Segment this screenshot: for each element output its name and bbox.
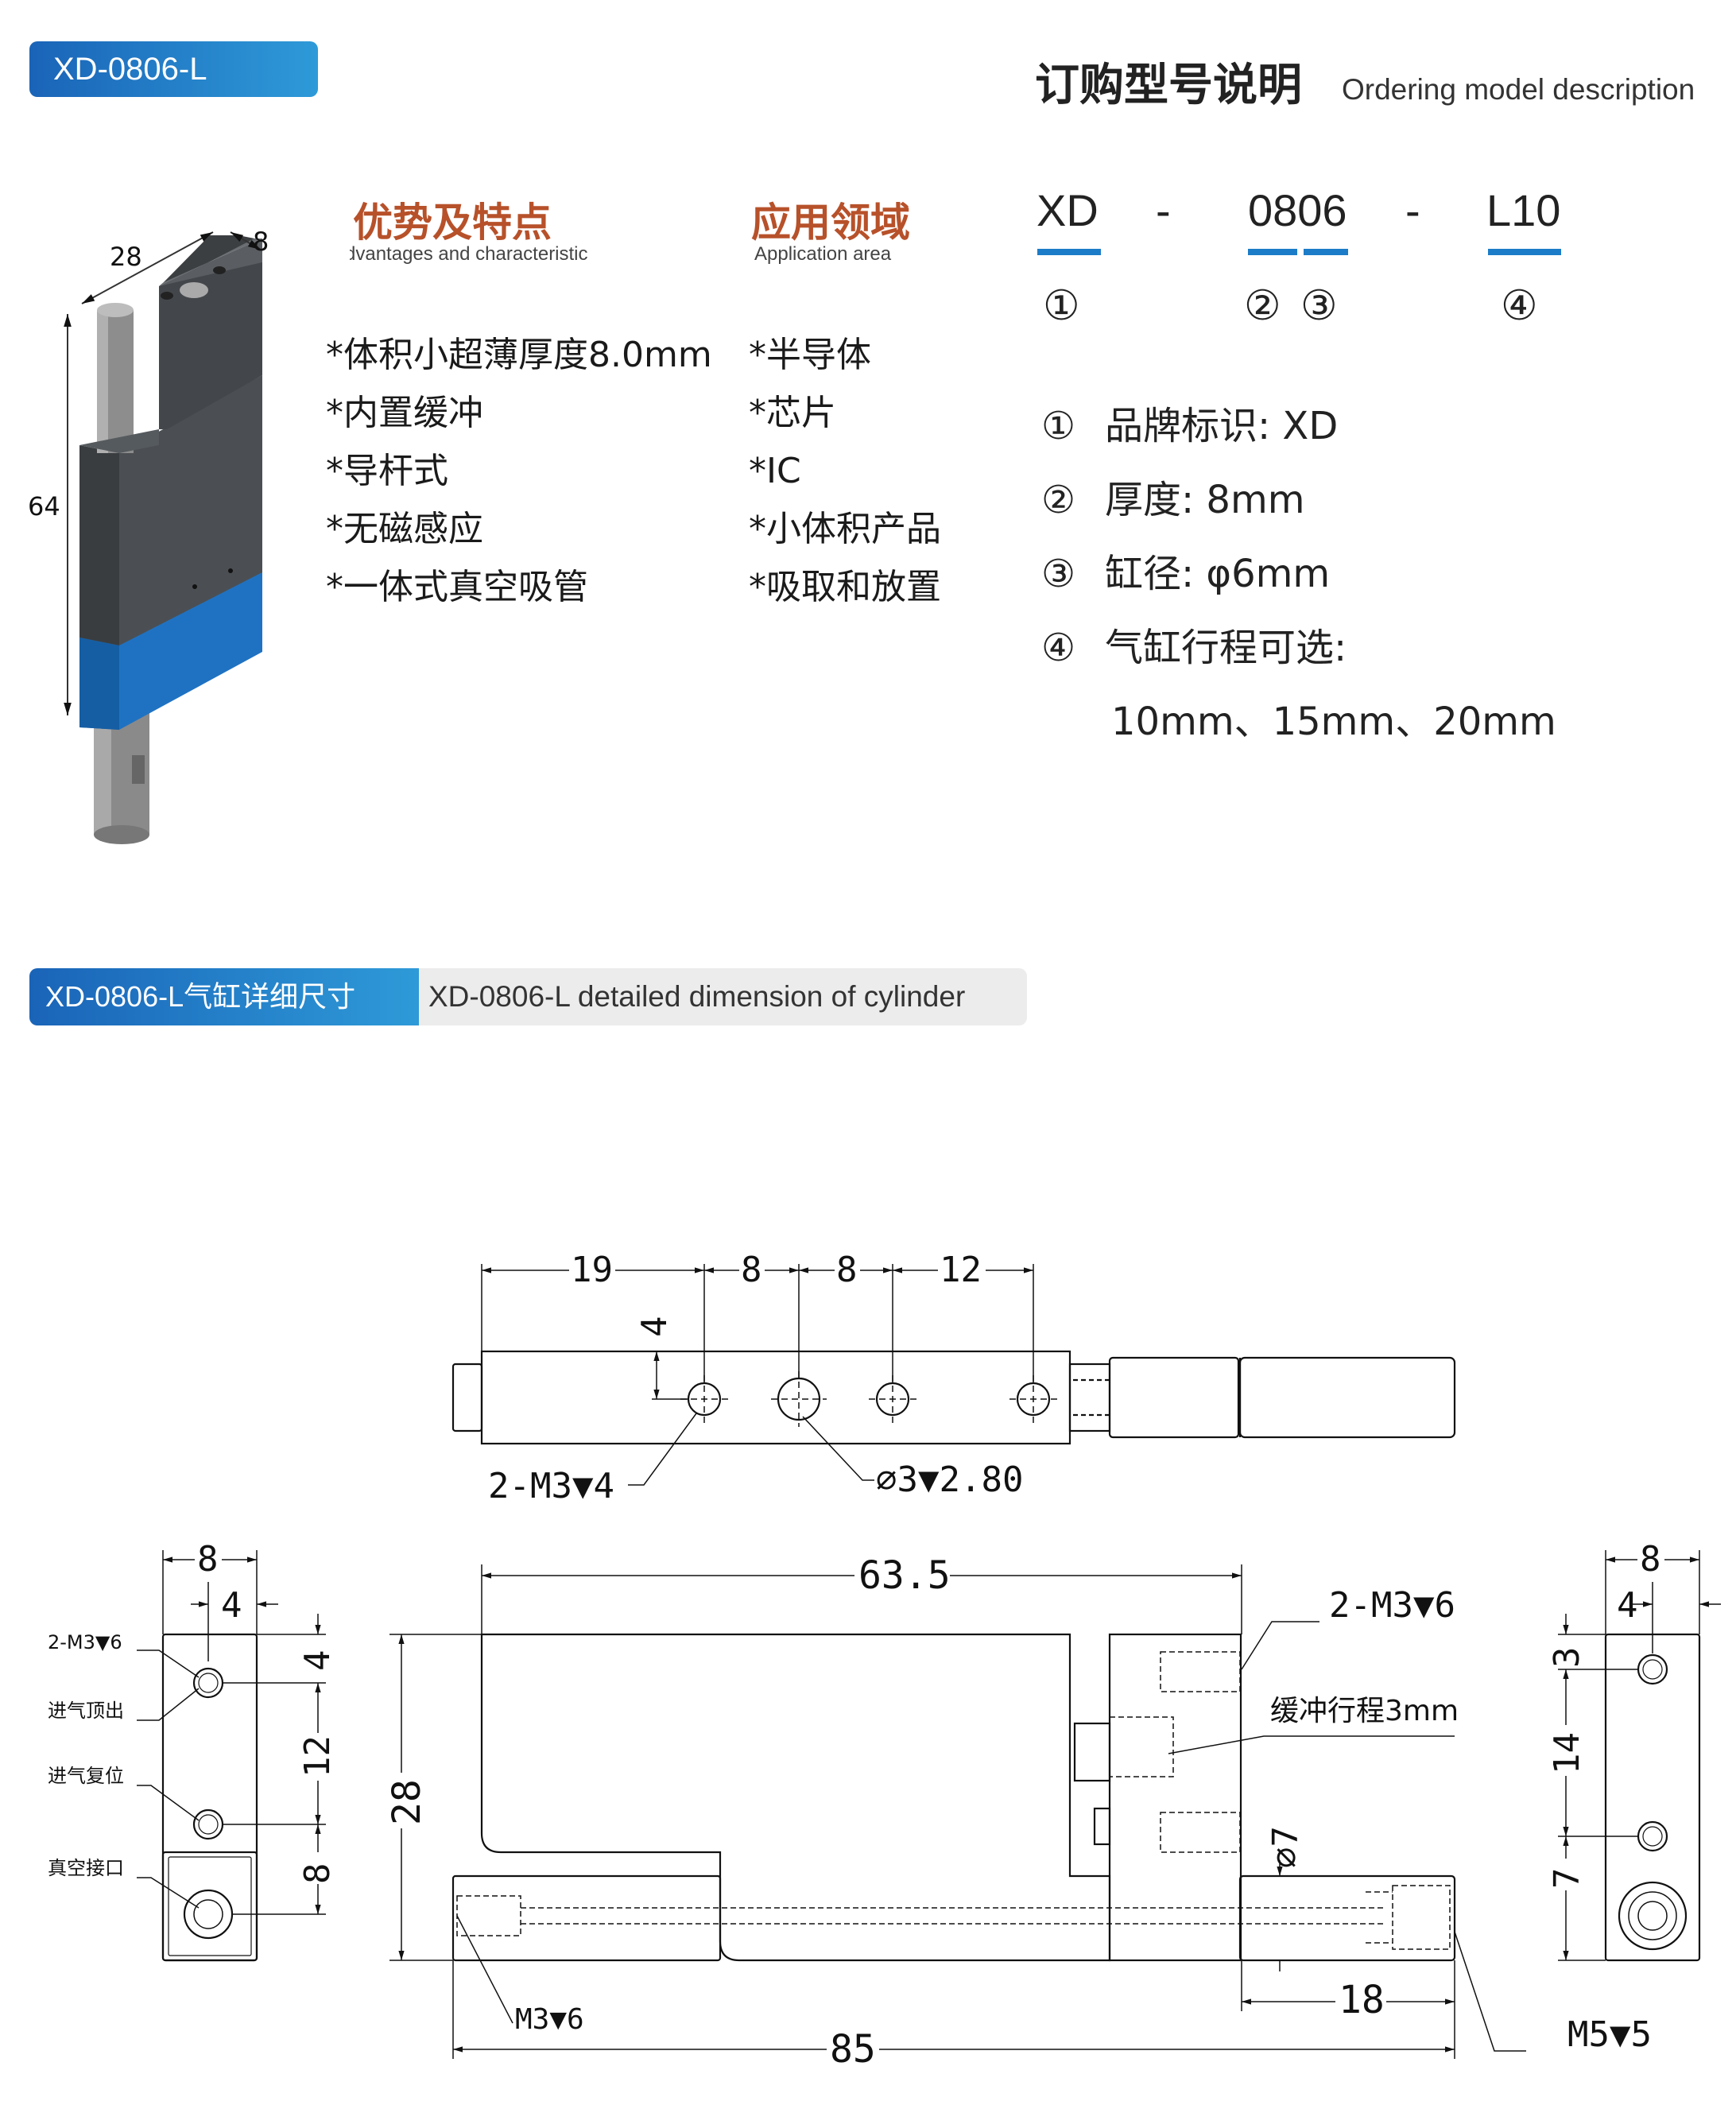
- dimension-tag: XD-0806-L气缸详细尺寸: [29, 968, 419, 1025]
- side-label-return: 进气复位: [48, 1765, 124, 1787]
- spec-num: ①: [1041, 404, 1076, 448]
- bottom-thread-m3: M3▼6: [515, 2003, 584, 2036]
- spec-row: ③ 缸径: φ6mm: [1041, 542, 1330, 598]
- side-width-4: 4: [221, 1585, 242, 1626]
- application-item: *IC: [749, 451, 801, 491]
- spec-num: ④: [1041, 626, 1076, 670]
- end-thread-m5: M5▼5: [1567, 2014, 1652, 2055]
- application-item: *小体积产品: [749, 509, 941, 549]
- spec-text: 气缸行程可选:: [1105, 626, 1347, 670]
- product-image: 64 28 8: [28, 227, 269, 844]
- code-underline: [1248, 249, 1297, 255]
- dim-19: 19: [571, 1250, 613, 1290]
- spec-row: ④ 气缸行程可选:: [1041, 616, 1347, 672]
- end-view-labels: 8 4 3 14 7: [1547, 1539, 1664, 1890]
- end-dim-3: 3: [1547, 1647, 1587, 1669]
- top-view-labels: 19 8 8 12 4 2-M3▼4 ∅3▼2.80: [488, 1250, 1023, 1506]
- spec-text: 厚度: 8mm: [1105, 478, 1305, 522]
- front-height-28: 28: [385, 1779, 429, 1825]
- end-width-8: 8: [1640, 1539, 1661, 1580]
- code-brand: XD: [1037, 185, 1099, 235]
- spec-text: 品牌标识: XD: [1105, 404, 1339, 448]
- end-dim-14: 14: [1547, 1732, 1587, 1774]
- ordering-subtitle: Ordering model description: [1342, 73, 1695, 106]
- spec-row: ① 品牌标识: XD: [1041, 394, 1338, 450]
- product-dim-height: 64: [28, 491, 60, 521]
- spec-num: ③: [1041, 552, 1076, 596]
- front-view: [389, 1564, 1526, 2059]
- dim-8b: 8: [836, 1250, 858, 1290]
- spec-row: ② 厚度: 8mm: [1041, 468, 1305, 524]
- dim-12: 12: [940, 1250, 982, 1290]
- applications-subtitle: Application area: [754, 243, 892, 265]
- code-marker: ③: [1300, 282, 1338, 330]
- top-view: [451, 1264, 1456, 1486]
- application-item: *半导体: [749, 335, 871, 375]
- code-dash-2: -: [1405, 185, 1420, 235]
- code-size: 0806: [1248, 185, 1347, 235]
- end-dim-7: 7: [1547, 1868, 1587, 1890]
- side-view-labels: 8 4 4 12 8 2-M3▼6 进气顶出 进气复位 真空接口: [48, 1539, 338, 1884]
- advantage-item: *体积小超薄厚度8.0mm: [326, 335, 712, 375]
- code-underline: [1304, 249, 1348, 255]
- advantages-title: 优势及特点: [353, 200, 552, 246]
- end-view: [1558, 1550, 1721, 1962]
- callout-m3-4: 2-M3▼4: [488, 1466, 614, 1506]
- code-dash-1: -: [1156, 185, 1171, 235]
- callout-m3-6: 2-M3▼6: [1329, 1585, 1455, 1626]
- code-marker: ①: [1043, 282, 1080, 330]
- rod-dia-7: ∅7: [1265, 1826, 1306, 1868]
- spec-text: 缸径: φ6mm: [1105, 552, 1331, 596]
- side-width-8: 8: [197, 1539, 219, 1580]
- front-length-63-5: 63.5: [858, 1553, 951, 1598]
- applications-list: *半导体 *芯片 *IC *小体积产品 *吸取和放置: [749, 326, 941, 616]
- code-underline: [1037, 249, 1101, 255]
- code-underline: [1488, 249, 1561, 255]
- front-view-labels: 63.5 28 2-M3▼6 缓冲行程3mm ∅7 18 M3▼6 85 M5▼…: [385, 1553, 1652, 2072]
- dim-8a: 8: [741, 1250, 762, 1290]
- dim-4: 4: [634, 1316, 675, 1338]
- applications-title: 应用领域: [751, 200, 910, 246]
- advantages-subtitle: Advantages and characteristics: [350, 243, 588, 265]
- stroke-options: 10mm、15mm、20mm: [1111, 700, 1556, 744]
- side-label-vacuum: 真空接口: [48, 1857, 124, 1879]
- side-label-m3: 2-M3▼6: [48, 1631, 122, 1653]
- rod-len-18: 18: [1339, 1978, 1385, 2022]
- model-tag: XD-0806-L: [29, 41, 318, 97]
- product-dim-depth: 8: [253, 227, 269, 257]
- code-marker: ④: [1501, 282, 1538, 330]
- cushion-label: 缓冲行程3mm: [1270, 1695, 1459, 1727]
- side-dim-4: 4: [297, 1650, 338, 1672]
- advantage-item: *无磁感应: [326, 509, 483, 549]
- advantages-list: *体积小超薄厚度8.0mm *内置缓冲 *导杆式 *无磁感应 *一体式真空吸管: [326, 326, 712, 616]
- ordering-title: 订购型号说明: [1035, 60, 1302, 111]
- advantage-item: *导杆式: [326, 451, 448, 491]
- code-marker: ②: [1244, 282, 1281, 330]
- application-item: *吸取和放置: [749, 567, 941, 607]
- spec-num: ②: [1041, 478, 1076, 522]
- advantage-item: *内置缓冲: [326, 393, 483, 433]
- side-dim-12: 12: [297, 1735, 338, 1777]
- advantage-item: *一体式真空吸管: [326, 567, 588, 607]
- dimension-tag-en: XD-0806-L detailed dimension of cylinder: [419, 968, 1027, 1025]
- side-label-extend: 进气顶出: [48, 1700, 124, 1722]
- side-dim-8: 8: [297, 1863, 338, 1885]
- application-item: *芯片: [749, 393, 836, 433]
- callout-dia3: ∅3▼2.80: [876, 1460, 1023, 1500]
- total-len-85: 85: [830, 2027, 876, 2072]
- code-stroke: L10: [1486, 185, 1561, 235]
- end-width-4: 4: [1617, 1585, 1638, 1626]
- product-dim-width: 28: [110, 242, 142, 272]
